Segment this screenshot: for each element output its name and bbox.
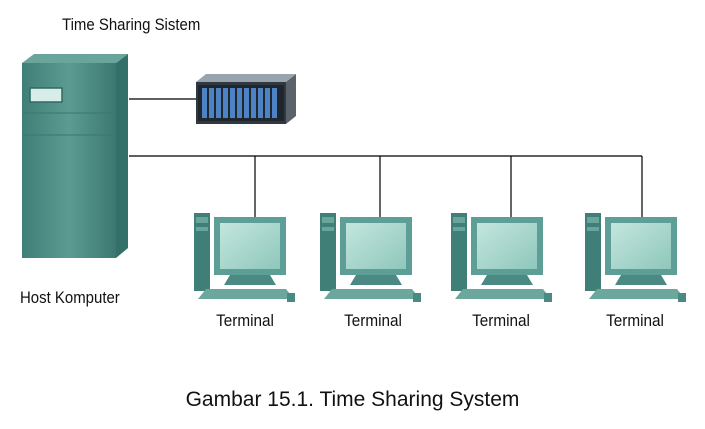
terminal-computer-icon: [194, 213, 295, 302]
host-label: Host Komputer: [20, 288, 120, 307]
terminal-computer-icon: [320, 213, 421, 302]
terminal-label: Terminal: [216, 311, 274, 330]
diagram-title: Time Sharing Sistem: [62, 15, 201, 34]
terminal-label: Terminal: [472, 311, 530, 330]
terminal-label: Terminal: [606, 311, 664, 330]
server-tower-icon: [22, 54, 128, 258]
terminal-label: Terminal: [344, 311, 402, 330]
terminal-computer-icon: [451, 213, 552, 302]
storage-array-icon: [196, 74, 296, 124]
figure-caption: Gambar 15.1. Time Sharing System: [185, 388, 520, 411]
terminal-computer-icon: [585, 213, 686, 302]
